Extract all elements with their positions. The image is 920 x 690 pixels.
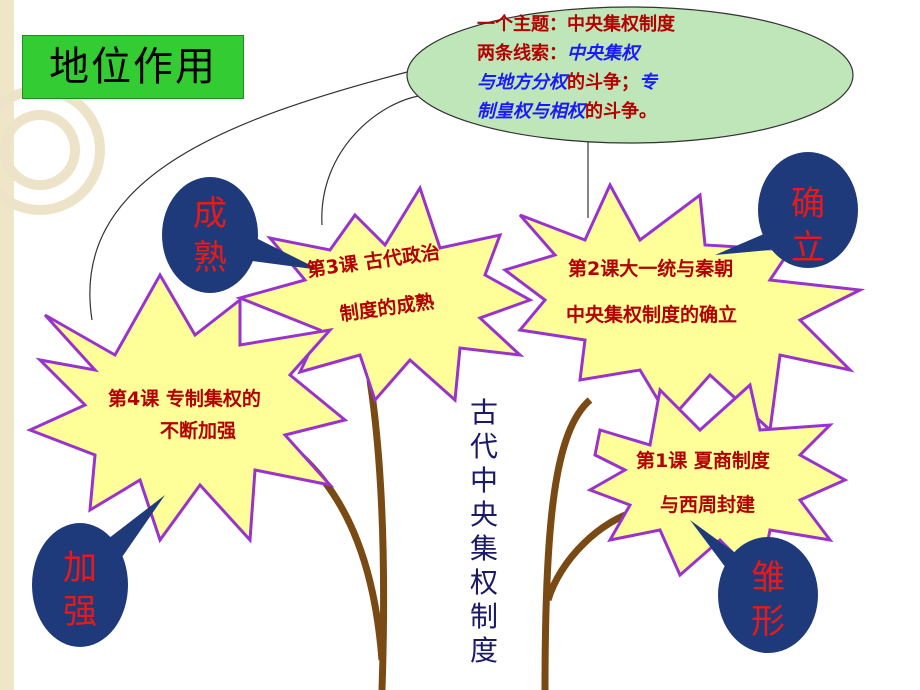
oval-clues-label: 两条线索： [477,43,567,64]
oval-clue-part: 的斗争。 [585,101,657,122]
oval-theme-line: 一个主题：中央集权制度 [477,14,675,35]
oval-clues-line: 两条线索：中央集权 [477,39,639,68]
oval-clue-line-4: 制皇权与相权的斗争。 [477,97,657,126]
stage-char: 确 [791,184,825,224]
stem [541,397,593,690]
connector-line [321,94,426,226]
stage-char: 成 [193,194,227,234]
circle-embryo [690,520,818,653]
burst-lesson4 [26,271,349,544]
stage-embryo-label: 雏 形 [744,556,792,644]
stem-char: 集 [469,532,498,565]
lesson1-line1: 第1课 夏商制度 [636,450,770,472]
circle-mature [162,177,320,293]
decorative-rings [0,85,105,215]
stem-char: 权 [469,566,498,599]
stage-char: 形 [751,602,785,642]
stem-char: 度 [469,634,498,667]
lesson1-line2: 与西周封建 [660,494,756,516]
stem [297,452,386,661]
decor-ring [0,110,80,190]
title-box: 地位作用 [22,35,244,99]
circle-establish [715,152,858,268]
burst-lesson2 [501,181,866,434]
theme-oval [406,6,854,144]
callout-circle [32,523,128,647]
oval-clue-part: 与地方分权 [477,72,567,93]
stem-label: 古 代 中 央 集 权 制 度 [468,396,500,668]
oval-clue-part: 专 [639,72,657,93]
callout-circle [162,177,258,293]
oval-clue-line-3: 与地方分权的斗争；专 [477,68,657,97]
stage-char: 加 [63,548,97,588]
lesson2-line2: 中央集权制度的确立 [566,304,738,326]
stage-char: 熟 [193,238,227,278]
stem-char: 央 [469,498,498,531]
lesson2-line1: 第2课大一统与秦朝 [568,258,734,280]
lesson4-line2: 不断加强 [160,420,237,442]
burst-lesson1 [586,382,849,584]
stage-strengthen-label: 加 强 [56,546,104,634]
oval-clue-part: 中央集权 [567,43,639,64]
stage-establish-label: 确 立 [784,182,832,270]
oval-clue-part: 制皇权与相权 [477,101,585,122]
callout-pointer [240,230,320,270]
decor-ring [0,85,105,215]
stage-mature-label: 成 熟 [186,192,234,280]
stage-char: 雏 [751,558,785,598]
callout-pointer [100,495,165,560]
stem-char: 中 [469,464,498,497]
stage-char: 强 [63,592,97,632]
callout-circle [718,537,818,653]
stage-char: 立 [791,228,825,268]
connector-line [89,69,416,321]
stem-char: 古 [469,396,498,429]
page-title: 地位作用 [49,44,217,90]
lesson4-line1: 第4课 专制集权的 [108,388,261,410]
callout-circle [758,152,858,268]
stem-char: 代 [469,430,498,463]
circle-strengthen [32,495,165,647]
oval-clue-part: 的斗争； [567,72,639,93]
stem-char: 制 [469,600,498,633]
